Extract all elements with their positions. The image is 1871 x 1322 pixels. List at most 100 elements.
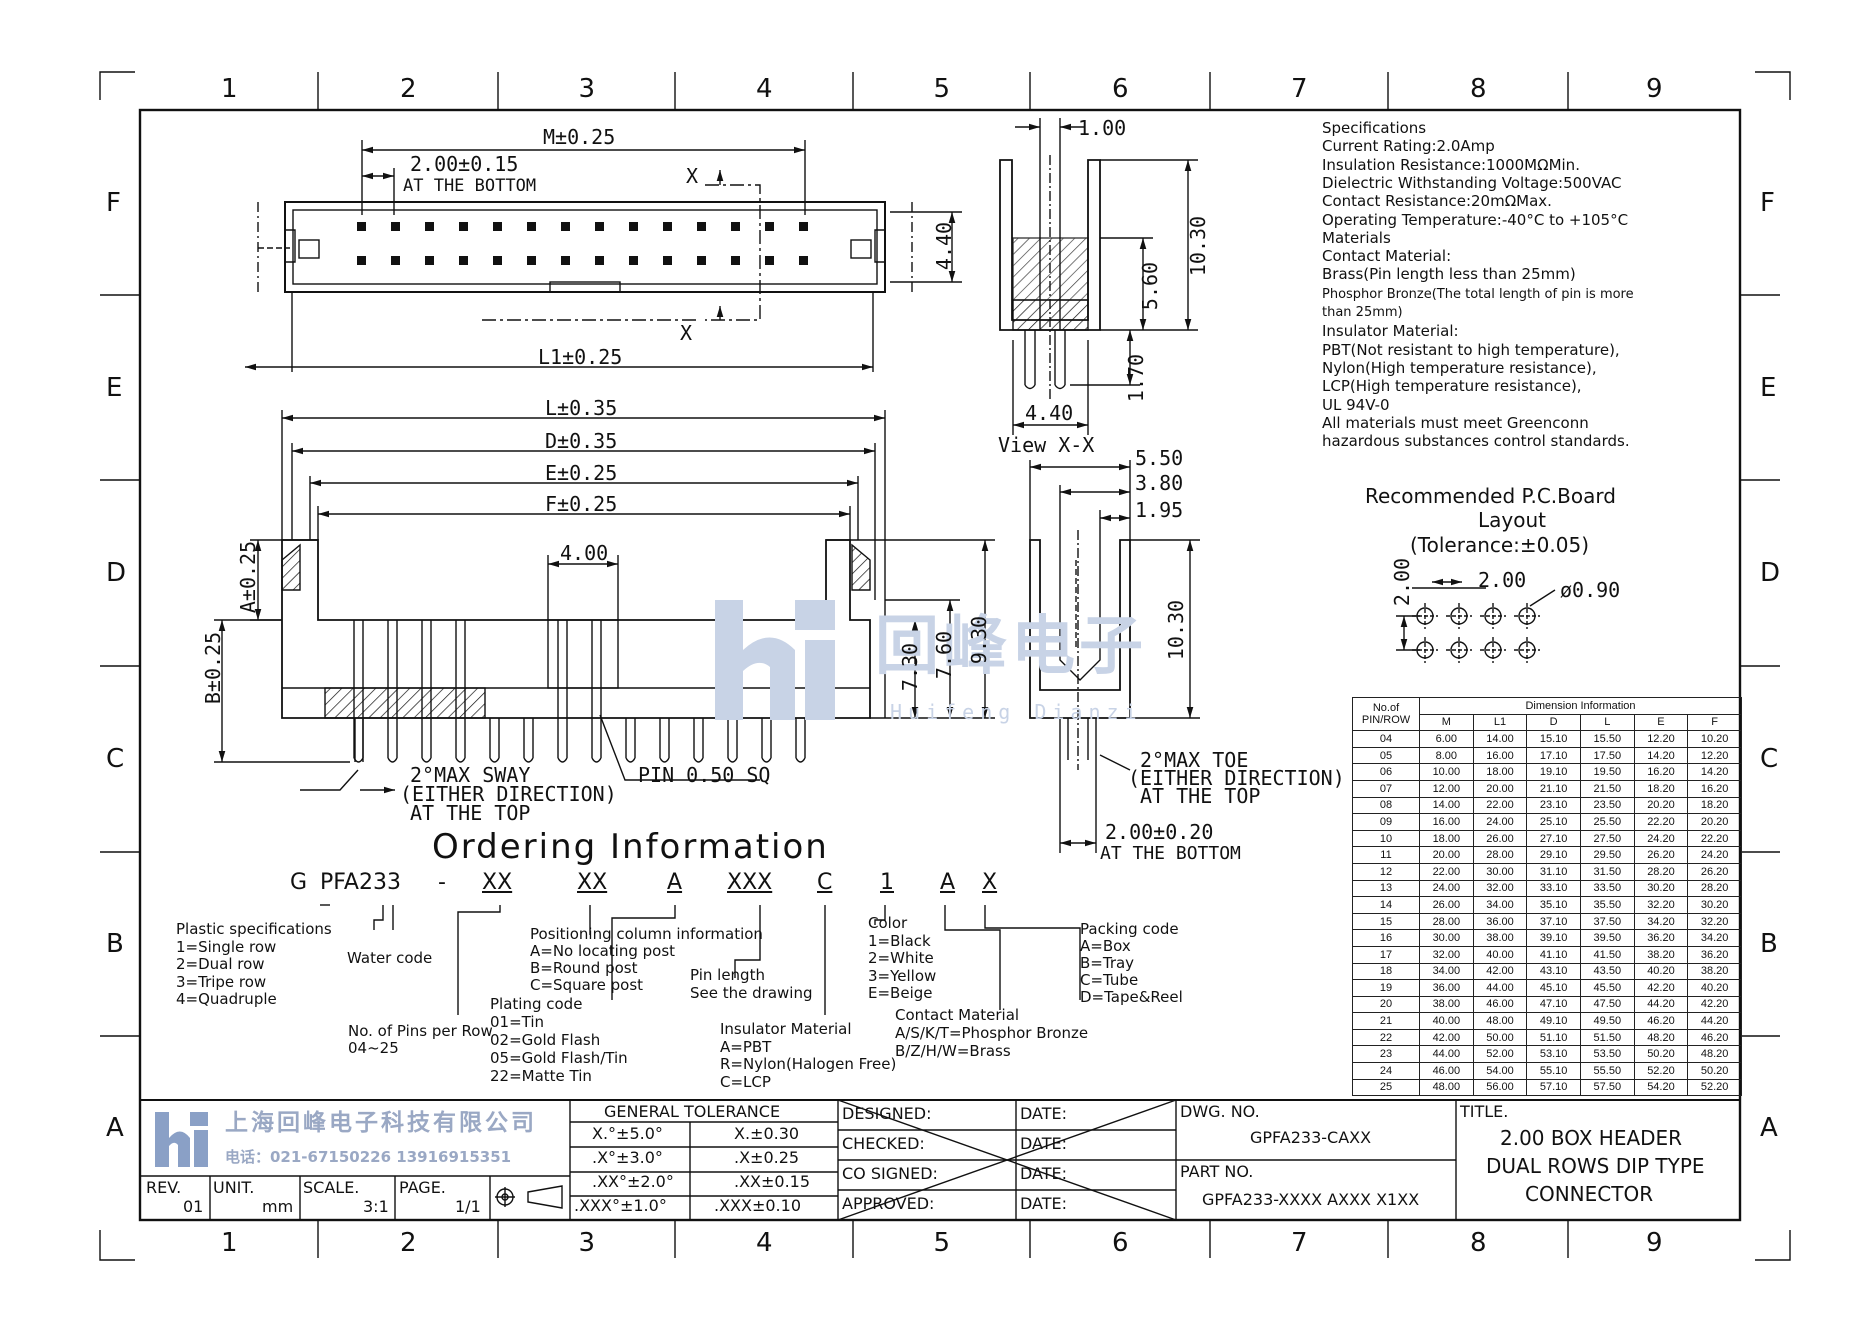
color-line: 3=Yellow (868, 966, 937, 985)
side-pitch-note: AT THE BOTTOM (1100, 843, 1241, 864)
section-d1030: 10.30 (1186, 215, 1211, 277)
grid-row-right: A (1760, 1113, 1778, 1143)
table-cell: 20.00 (1419, 846, 1474, 864)
table-cell: 26.00 (1419, 896, 1474, 914)
table-cell: 38.00 (1472, 929, 1528, 947)
table-cell: 34.20 (1633, 912, 1689, 931)
grid-col-bottom: 5 (933, 1228, 951, 1258)
pin-length-line: Pin length (690, 966, 765, 984)
table-cell: 21.50 (1579, 779, 1635, 798)
table-cell: 42.20 (1633, 979, 1689, 997)
table-column-header: L1 (1472, 713, 1528, 732)
packing-code-line: B=Tray (1080, 954, 1135, 972)
side-d195: 1.95 (1135, 498, 1184, 522)
table-cell: 51.50 (1579, 1028, 1635, 1047)
table-cell: 16.20 (1633, 763, 1689, 781)
post-dimension: 4.00 (560, 541, 609, 565)
table-cell: 46.00 (1472, 995, 1528, 1014)
b-dimension: B±0.25 (201, 631, 226, 705)
positioning-line: B=Round post (530, 959, 638, 977)
plating-code-line: 01=Tin (490, 1013, 545, 1031)
unit-value: mm (262, 1197, 294, 1216)
pcb-title-3: (Tolerance:±0.05) (1410, 533, 1590, 557)
table-column-header: L (1579, 713, 1635, 732)
spec-line: hazardous substances control standards. (1322, 432, 1630, 451)
table-cell: 36.20 (1633, 929, 1689, 947)
spec-line: Brass(Pin length less than 25mm) (1322, 265, 1576, 284)
table-cell: 34.20 (1687, 929, 1742, 947)
table-cell: 19.50 (1579, 763, 1635, 781)
table-cell: 52.20 (1687, 1078, 1742, 1097)
table-cell: 27.10 (1526, 829, 1581, 848)
table-cell: 49.10 (1526, 1012, 1581, 1030)
table-cell: 31.10 (1526, 862, 1581, 881)
spec-line: Insulator Material: (1322, 322, 1459, 341)
watermark-logo (715, 600, 835, 720)
table-cell: 22.00 (1472, 796, 1528, 815)
water-code: Water code (347, 949, 433, 967)
table-cell: 33.50 (1579, 879, 1635, 898)
table-cell: 54.00 (1472, 1062, 1528, 1080)
pin-square-note: PIN 0.50 SQ (638, 763, 771, 787)
table-cell: 24.00 (1419, 879, 1474, 898)
unit-label: UNIT. (213, 1178, 255, 1197)
table-cell: 42.00 (1472, 962, 1528, 981)
table-row-header: 11 (1352, 846, 1420, 864)
spec-line: Insulation Resistance:1000MΩMin. (1322, 155, 1580, 174)
ordering-code-part: 1 (880, 870, 894, 895)
sway-note-1: 2°MAX SWAY (410, 763, 531, 787)
plastic-spec-line: Plastic specifications (176, 920, 332, 938)
width-dimension: 4.40 (932, 221, 957, 271)
pcb-hole-diameter: ø0.90 (1560, 578, 1621, 602)
table-cell: 42.20 (1687, 995, 1742, 1014)
grid-col-bottom: 2 (400, 1228, 417, 1258)
tolerance-linear: .X±0.25 (734, 1148, 800, 1167)
table-row-header: 13 (1352, 879, 1420, 898)
table-cell: 47.10 (1526, 995, 1581, 1014)
table-row-header: 09 (1352, 813, 1420, 831)
d930-dimension: 9.30 (967, 615, 992, 665)
ordering-code-part: XXX (727, 870, 773, 895)
watermark-subtext: Huifeng Dianzi (890, 700, 1143, 724)
section-mark-top: X (686, 164, 699, 188)
scale-label: SCALE. (303, 1178, 360, 1197)
tolerance-angle: .XXX°±1.0° (574, 1196, 667, 1215)
f-dimension: F±0.25 (545, 492, 618, 516)
watermark-text: 回峰电子 (875, 610, 1147, 684)
table-cell: 53.10 (1526, 1045, 1581, 1064)
plating-code-line: Plating code (490, 995, 583, 1013)
table-cell: 54.20 (1633, 1078, 1689, 1097)
spec-line: Contact Resistance:20mΩMax. (1322, 192, 1552, 211)
section-d440: 4.40 (1025, 401, 1074, 425)
table-cell: 46.20 (1687, 1028, 1742, 1047)
table-cell: 28.20 (1687, 879, 1742, 898)
table-row-header: 10 (1352, 829, 1420, 848)
d-dimension: D±0.35 (545, 429, 618, 453)
table-cell: 57.50 (1579, 1078, 1635, 1097)
grid-row-left: C (106, 744, 125, 774)
ordering-code-part: - (438, 870, 446, 895)
ordering-code-part: G (290, 870, 308, 895)
table-cell: 23.50 (1579, 796, 1635, 815)
table-cell: 55.10 (1526, 1062, 1581, 1080)
table-cell: 43.50 (1579, 962, 1635, 981)
table-cell: 41.10 (1526, 945, 1581, 964)
color-line: 1=Black (868, 931, 931, 950)
table-cell: 26.00 (1472, 829, 1528, 848)
positioning-line: A=No locating post (530, 942, 676, 960)
sway-note-3: AT THE TOP (410, 801, 531, 825)
insulator-line: C=LCP (720, 1072, 771, 1091)
grid-row-left: B (106, 929, 124, 959)
page-value: 1/1 (455, 1197, 481, 1216)
table-cell: 38.20 (1687, 962, 1742, 981)
table-cell: 44.20 (1687, 1012, 1742, 1030)
table-cell: 25.10 (1526, 813, 1581, 831)
grid-col-top: 1 (221, 74, 238, 104)
